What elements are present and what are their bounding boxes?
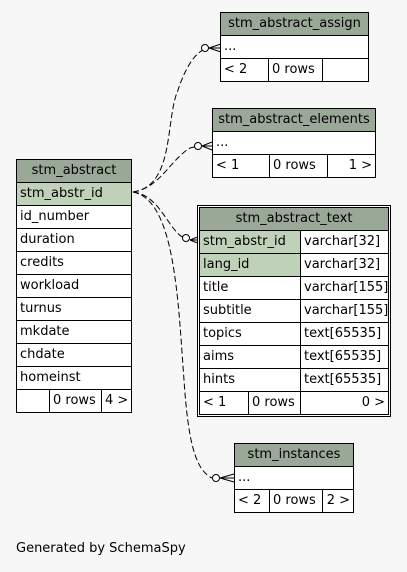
footer-parents: < 2 (238, 493, 262, 508)
table-stm-abstract-assign[interactable]: stm_abstract_assign ... < 2 0 rows (220, 12, 369, 82)
column-type: text[65535] (300, 346, 388, 368)
column-type: varchar[32] (300, 231, 388, 253)
column-name: workload (20, 278, 80, 293)
column-name: topics (203, 326, 242, 341)
column-name: id_number (20, 209, 90, 224)
footer-children: 2 > (322, 490, 353, 512)
table-row: credits (17, 252, 131, 275)
table-footer: < 1 0 rows 0 > (200, 392, 388, 414)
table-row: chdate (17, 344, 131, 367)
table-stm-abstract[interactable]: stm_abstract stm_abstr_id id_number dura… (16, 159, 132, 413)
column-type: varchar[32] (300, 254, 388, 276)
footer-parents (17, 390, 49, 412)
edge-stm-abstract-text (132, 191, 185, 239)
table-row: stm_abstr_id varchar[32] (200, 231, 388, 254)
column-name: title (203, 280, 229, 295)
edge-marker-instances (212, 474, 220, 482)
table-row: lang_id varchar[32] (200, 254, 388, 277)
table-row: ... (213, 132, 375, 155)
table-stm-abstract-text[interactable]: stm_abstract_text stm_abstr_id varchar[3… (197, 205, 391, 417)
table-title: stm_abstract_elements (213, 109, 375, 132)
table-row: homeinst (17, 367, 131, 390)
footer-children: 1 > (327, 155, 375, 177)
column-name: hints (203, 372, 235, 387)
table-footer: 0 rows 4 > (17, 390, 131, 412)
ellipsis-row: ... (224, 39, 237, 54)
crowfoot-elements (201, 141, 213, 151)
table-row: ... (235, 467, 353, 490)
footer-children (322, 59, 368, 81)
generated-by-label: Generated by SchemaSpy (16, 541, 186, 556)
column-name: stm_abstr_id (200, 231, 300, 253)
footer-rows: 0 rows (248, 392, 300, 414)
edge-stm-abstract-assign (132, 47, 211, 193)
ellipsis-row: ... (216, 135, 229, 150)
column-name: stm_abstr_id (17, 183, 131, 205)
footer-children: 4 > (101, 390, 131, 412)
table-stm-instances[interactable]: stm_instances ... < 2 0 rows 2 > (234, 443, 354, 513)
table-row: mkdate (17, 321, 131, 344)
table-footer: < 2 0 rows (221, 59, 368, 81)
column-type: varchar[155] (300, 277, 388, 299)
table-title: stm_instances (235, 444, 353, 467)
column-name: credits (20, 255, 64, 270)
crowfoot-assign (208, 43, 222, 53)
table-row: turnus (17, 298, 131, 321)
column-type: varchar[155] (300, 300, 388, 322)
footer-parents: < 2 (224, 62, 248, 77)
table-footer: < 1 0 rows 1 > (213, 155, 375, 177)
table-footer: < 2 0 rows 2 > (235, 490, 353, 512)
footer-parents: < 1 (216, 158, 240, 173)
table-title: stm_abstract (17, 160, 131, 183)
edge-marker-text (182, 234, 190, 242)
table-row: id_number (17, 206, 131, 229)
crowfoot-instances (219, 473, 235, 483)
edge-marker-assign (201, 44, 209, 52)
footer-children: 0 > (300, 392, 388, 414)
column-name: homeinst (20, 370, 81, 385)
column-type: text[65535] (300, 369, 388, 391)
column-name: turnus (20, 301, 62, 316)
table-row: aims text[65535] (200, 346, 388, 369)
edge-stm-abstract-elements (132, 145, 199, 193)
column-name: lang_id (200, 254, 300, 276)
table-row: workload (17, 275, 131, 298)
table-row: hints text[65535] (200, 369, 388, 392)
footer-rows: 0 rows (49, 390, 101, 412)
column-name: duration (20, 232, 75, 247)
ellipsis-row: ... (238, 470, 251, 485)
column-name: aims (203, 349, 235, 364)
table-stm-abstract-elements[interactable]: stm_abstract_elements ... < 1 0 rows 1 > (212, 108, 376, 178)
table-row: topics text[65535] (200, 323, 388, 346)
table-title: stm_abstract_text (200, 208, 388, 231)
footer-rows: 0 rows (269, 490, 322, 512)
column-name: mkdate (20, 324, 70, 339)
column-name: chdate (20, 347, 65, 362)
column-name: subtitle (203, 303, 252, 318)
edge-marker-elements (194, 142, 202, 150)
table-row: title varchar[155] (200, 277, 388, 300)
column-type: text[65535] (300, 323, 388, 345)
table-row: duration (17, 229, 131, 252)
footer-rows: 0 rows (268, 59, 322, 81)
table-title: stm_abstract_assign (221, 13, 368, 36)
footer-parents: < 1 (203, 395, 227, 410)
footer-rows: 0 rows (269, 155, 327, 177)
table-row: subtitle varchar[155] (200, 300, 388, 323)
table-row: ... (221, 36, 368, 59)
table-row: stm_abstr_id (17, 183, 131, 206)
edge-stm-instances (132, 191, 213, 479)
